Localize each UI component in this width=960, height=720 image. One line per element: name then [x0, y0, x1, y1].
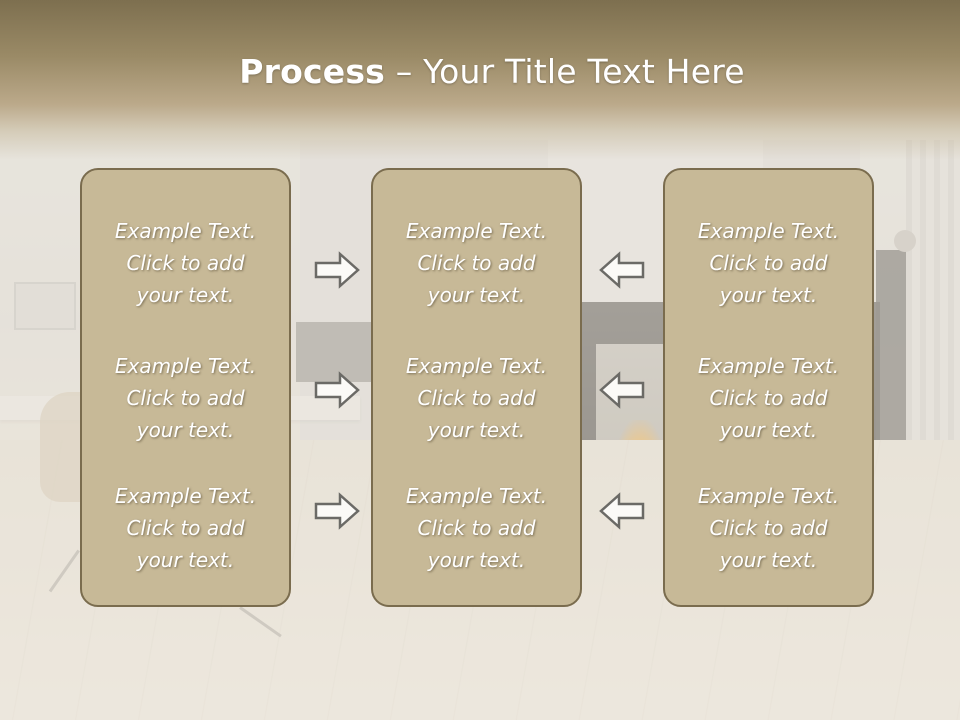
slide-title[interactable]: Process – Your Title Text Here: [0, 52, 960, 91]
panel-text[interactable]: Example Text. Click to add your text.: [405, 354, 548, 442]
panel-text[interactable]: Example Text. Click to add your text.: [405, 484, 548, 572]
arrow-right-icon: [313, 250, 361, 290]
arrow-left-icon: [598, 370, 646, 410]
title-rest: – Your Title Text Here: [385, 52, 745, 91]
panel-text[interactable]: Example Text. Click to add your text.: [697, 219, 840, 307]
arrow-right-icon: [313, 491, 361, 531]
process-panel-center: Example Text. Click to add your text. Ex…: [371, 168, 582, 607]
panel-text[interactable]: Example Text. Click to add your text.: [114, 219, 257, 307]
title-bold: Process: [239, 52, 386, 91]
process-panel-right: Example Text. Click to add your text. Ex…: [663, 168, 874, 607]
process-panel-left: Example Text. Click to add your text. Ex…: [80, 168, 291, 607]
panel-text[interactable]: Example Text. Click to add your text.: [697, 354, 840, 442]
panel-text[interactable]: Example Text. Click to add your text.: [405, 219, 548, 307]
title-band: [0, 0, 960, 160]
arrow-left-icon: [598, 250, 646, 290]
arrow-right-icon: [313, 370, 361, 410]
panel-text[interactable]: Example Text. Click to add your text.: [114, 484, 257, 572]
panel-text[interactable]: Example Text. Click to add your text.: [114, 354, 257, 442]
panel-text[interactable]: Example Text. Click to add your text.: [697, 484, 840, 572]
arrow-left-icon: [598, 491, 646, 531]
